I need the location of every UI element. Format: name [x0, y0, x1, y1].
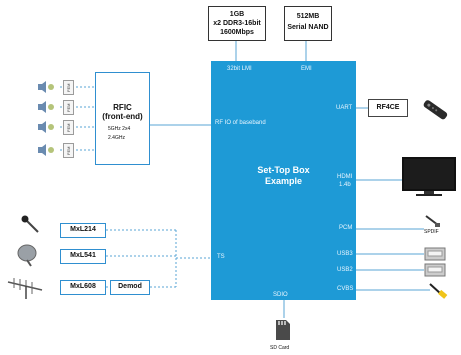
fem-block-2: FEM [63, 100, 74, 115]
emi-label: EMI [301, 66, 312, 72]
usb2-label: USB2 [337, 267, 353, 273]
soc-title: Set-Top Box Example [241, 165, 326, 187]
rfio-label: RF IO of baseband [215, 120, 266, 126]
rfic-box: RFIC (front-end) 5GHz 2x4 2.4GHz [95, 72, 150, 165]
rfic-sub-1: 5GHz 2x4 [108, 126, 131, 132]
sd-card-label: SD Card [270, 345, 290, 351]
sdio-label: SDIO [273, 292, 288, 298]
ts-label: TS [217, 254, 225, 260]
rfic-title-1: RFIC [113, 103, 132, 112]
fem-block-4: FEM [63, 143, 74, 158]
soc-block: 32bit LMI EMI RF IO of baseband UART HDM… [211, 61, 356, 300]
ddr-memory-box: 1GB x2 DDR3-16bit 1600Mbps [208, 6, 266, 41]
uart-label: UART [336, 105, 353, 111]
rfic-sub-2: 2.4GHz [108, 135, 125, 141]
ddr-line-1: 1GB [229, 11, 245, 18]
sd-card-icon [276, 320, 290, 340]
lmi-label: 32bit LMI [227, 66, 252, 72]
fem-block-1: FEM [63, 80, 74, 95]
microphone-icon [21, 215, 39, 233]
nand-line-1: 512MB [296, 13, 320, 20]
hdmi-label-1: HDMI [337, 174, 353, 180]
rf4ce-box: RF4CE [368, 99, 408, 117]
usb3-label: USB3 [337, 251, 353, 257]
soc-title-line-2: Example [264, 176, 303, 186]
soc-title-line-1: Set-Top Box [257, 165, 310, 175]
tv-icon [402, 157, 456, 196]
nand-line-2: Serial NAND [287, 24, 329, 31]
antenna-icon [38, 144, 54, 156]
pcm-label: PCM [339, 225, 353, 231]
tuner-mxl541: MxL541 [60, 249, 106, 264]
tuner-mxl608: MxL608 [60, 280, 106, 295]
rfic-sub: 5GHz 2x4 2.4GHz [96, 125, 149, 143]
nand-memory-box: 512MB Serial NAND [284, 6, 332, 41]
antenna-icon [38, 81, 54, 93]
usb-port-icon [424, 247, 446, 261]
cvbs-label: CVBS [337, 286, 354, 292]
rca-cable-icon [429, 283, 448, 299]
usb-port-icon [424, 263, 446, 277]
ddr-line-3: 1600Mbps [220, 29, 254, 36]
remote-control-icon [423, 100, 448, 120]
tuner-mxl214: MxL214 [60, 223, 106, 238]
demod-box: Demod [110, 280, 150, 295]
yagi-antenna-icon [7, 278, 43, 299]
fem-block-3: FEM [63, 120, 74, 135]
ddr-line-2: x2 DDR3-16bit [213, 20, 261, 27]
hdmi-label-2: 1.4b [339, 182, 351, 188]
satellite-dish-icon [17, 244, 37, 267]
rfic-title: RFIC (front-end) [96, 103, 149, 121]
rfic-title-2: (front-end) [102, 112, 143, 121]
antenna-icon [38, 101, 54, 113]
spdif-connector-icon [425, 215, 440, 227]
antenna-icon [38, 121, 54, 133]
spdif-label: SPDIF [424, 229, 439, 235]
